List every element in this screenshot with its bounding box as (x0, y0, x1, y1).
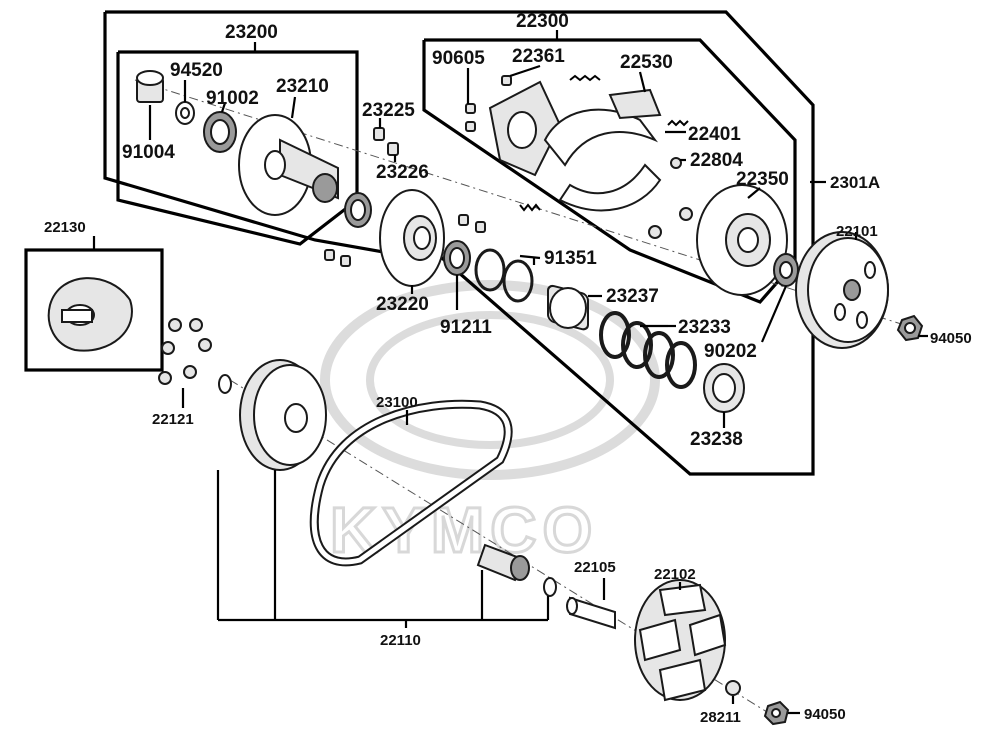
fan-22102 (634, 579, 727, 702)
label-22130: 22130 (44, 219, 86, 236)
label-2301A: 2301A (830, 173, 880, 192)
label-23226: 23226 (376, 162, 429, 183)
needle-bearing-91004 (136, 70, 164, 103)
label-23100: 23100 (376, 394, 418, 411)
label-22350: 22350 (736, 169, 789, 190)
label-90605: 90605 (432, 48, 485, 69)
nut-94050-lower (763, 700, 790, 726)
label-22105: 22105 (574, 559, 616, 576)
label-91211: 91211 (440, 317, 492, 338)
label-23220: 23220 (376, 294, 429, 315)
o-rings-91351 (474, 248, 534, 303)
label-22361: 22361 (512, 46, 565, 67)
spacer-collar (476, 543, 530, 582)
label-23225: 23225 (362, 100, 415, 121)
label-91002: 91002 (206, 88, 259, 109)
oil-seal-pair (324, 192, 486, 267)
label-28211: 28211 (700, 709, 741, 726)
spring-23233 (599, 311, 697, 389)
sliding-driven-face-23220 (379, 189, 445, 287)
label-90202: 90202 (704, 341, 757, 362)
label-23200: 23200 (225, 22, 278, 43)
collar-23237 (547, 284, 589, 331)
drive-belt-23100 (309, 399, 513, 567)
driven-face-23210 (238, 114, 339, 216)
washer-94520 (175, 101, 195, 125)
label-22401: 22401 (688, 124, 741, 145)
plate-28211 (725, 680, 741, 696)
label-22804: 22804 (690, 150, 743, 171)
clutch-plate-22350 (696, 184, 788, 296)
clutch-bell-22101 (795, 231, 889, 349)
label-23238: 23238 (690, 429, 743, 450)
spring-seat-23238 (703, 363, 745, 413)
weight-rollers-22121 (158, 318, 212, 385)
pin-22804 (648, 157, 693, 239)
label-23210: 23210 (276, 76, 329, 97)
nuts-90605 (465, 75, 512, 132)
pin-23225 (373, 127, 385, 141)
label-22300: 22300 (516, 11, 569, 32)
label-22530: 22530 (620, 52, 673, 73)
roller-23226 (387, 142, 399, 156)
plate-22361 (488, 80, 562, 177)
label-94050-upper: 94050 (930, 330, 972, 347)
label-94050-lower: 94050 (804, 706, 846, 723)
nut-94050-upper (896, 314, 924, 342)
circlip (543, 577, 557, 597)
spring-22401 (519, 74, 689, 212)
label-91351: 91351 (544, 248, 597, 269)
leader-lines (92, 30, 928, 715)
bearing-91002 (203, 111, 237, 153)
group-23200-outline (116, 50, 359, 246)
label-91004: 91004 (122, 142, 175, 163)
kymco-watermark: KYMCO (320, 280, 660, 568)
label-22101: 22101 (836, 223, 878, 240)
bushing-22105 (566, 596, 616, 630)
label-23233: 23233 (678, 317, 731, 338)
clip-ring (218, 374, 232, 394)
label-94520: 94520 (170, 60, 223, 81)
label-22110: 22110 (380, 632, 421, 649)
label-23237: 23237 (606, 286, 659, 307)
oil-seal-91211 (443, 240, 471, 276)
washer-90202 (773, 253, 799, 287)
movable-drive-face-22130 (47, 277, 133, 352)
label-22121: 22121 (152, 411, 194, 428)
label-22102: 22102 (654, 566, 696, 583)
drive-face-pulley (239, 359, 327, 471)
group-2301A-outline (103, 10, 815, 476)
clutch-shoes-22530 (543, 88, 662, 212)
